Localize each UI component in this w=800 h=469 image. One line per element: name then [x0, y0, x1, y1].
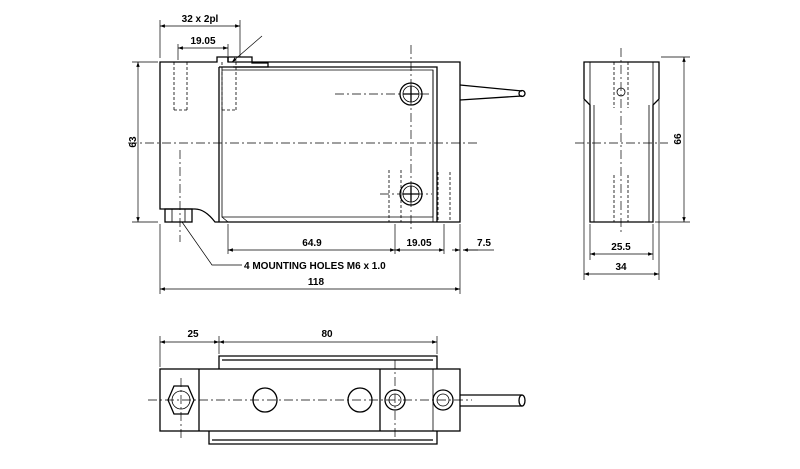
dim-bottom-80: 80 — [321, 329, 333, 340]
dim-bottom-25: 25 — [187, 329, 199, 340]
dim-7-5: 7.5 — [477, 238, 491, 249]
side-view — [575, 48, 668, 232]
cable-end — [518, 89, 526, 98]
side-hidden-top — [613, 62, 629, 108]
front-recess-step — [221, 70, 434, 223]
dim-side-34: 34 — [615, 262, 627, 273]
dim-side-25-5: 25.5 — [611, 242, 631, 253]
side-inner-right — [648, 62, 654, 222]
front-view — [128, 45, 526, 242]
bottom-rail-top — [218, 355, 438, 369]
leader-tab — [231, 35, 263, 63]
cable — [459, 84, 523, 101]
front-body-outline — [159, 56, 461, 223]
side-dimensions: 66 25.5 34 — [583, 56, 690, 280]
note-mounting-holes: 4 MOUNTING HOLES M6 x 1.0 — [244, 261, 386, 272]
hidden-hole-mid — [221, 62, 237, 111]
bottom-cable-end — [518, 394, 526, 407]
side-hidden-bottom — [613, 175, 629, 222]
dim-19-05: 19.05 — [406, 238, 431, 249]
bottom-view — [148, 355, 526, 445]
hidden-hole-right-b — [437, 172, 451, 222]
leader-mounting-holes — [181, 221, 242, 266]
dim-64-9: 64.9 — [302, 238, 322, 249]
hidden-hole-right-a — [388, 170, 402, 222]
front-dimensions: 32 x 2pl 19.05 63 64.9 19.05 7.5 4 MOUNT… — [128, 14, 494, 294]
dim-118: 118 — [308, 277, 325, 288]
bottom-rail-bottom — [208, 431, 438, 445]
side-outline — [583, 61, 660, 223]
bottom-cable — [460, 394, 522, 407]
side-inner-left — [589, 62, 595, 222]
dim-hole-offset: 19.05 — [190, 36, 215, 47]
mounting-bolt — [164, 208, 193, 223]
bottom-dimensions: 25 80 — [159, 329, 438, 367]
dim-pitch: 32 x 2pl — [182, 14, 219, 25]
dim-side-66: 66 — [673, 133, 684, 145]
front-recess-inner — [221, 69, 434, 218]
dim-height-63: 63 — [128, 136, 139, 148]
front-recess-outer — [218, 66, 438, 222]
hidden-hole-left — [173, 62, 188, 111]
